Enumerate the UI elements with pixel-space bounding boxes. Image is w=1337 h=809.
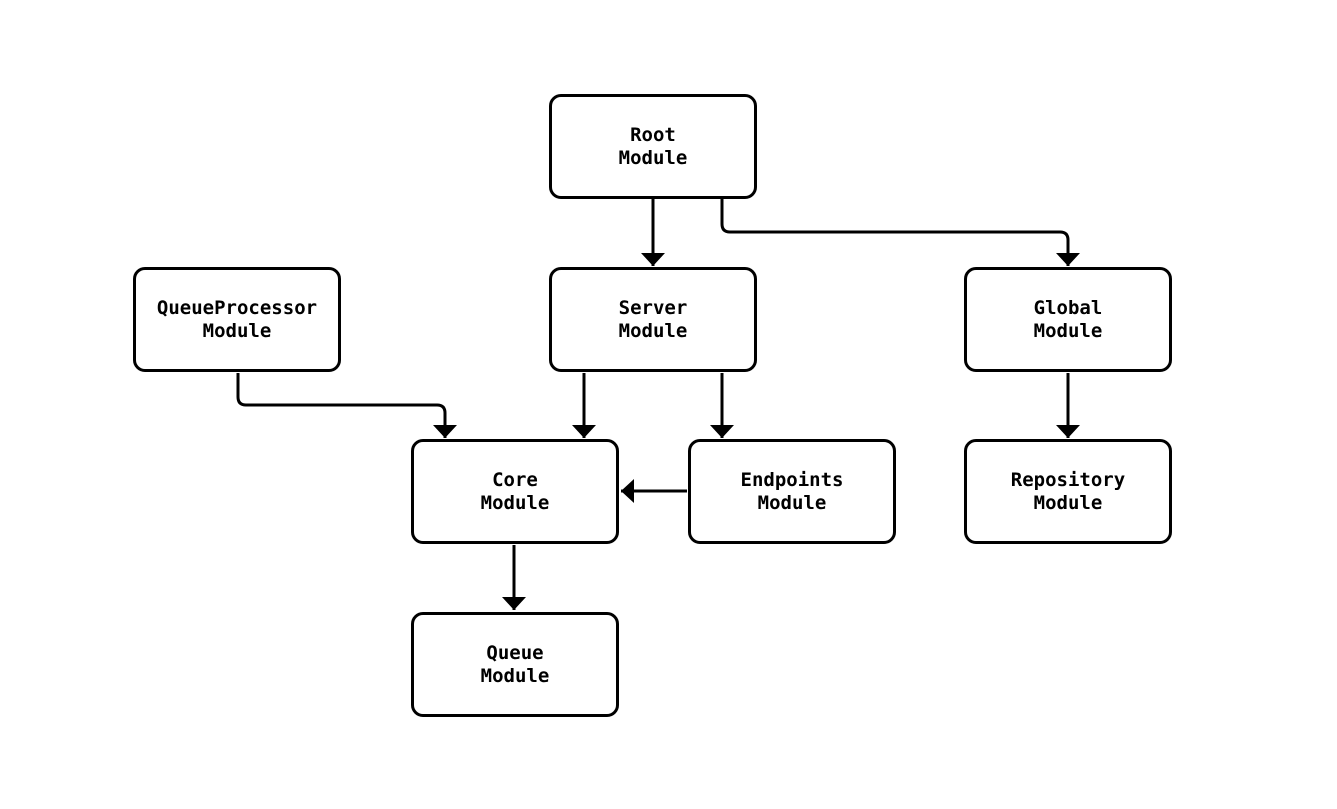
edge-root-to-global bbox=[720, 198, 1080, 266]
node-label-line: Repository bbox=[1010, 468, 1126, 491]
node-label-line: Endpoints bbox=[740, 468, 844, 491]
node-label-line: Module bbox=[618, 146, 688, 169]
node-label-line: Module bbox=[618, 319, 688, 342]
edge-group bbox=[236, 198, 1080, 610]
node-label-line: Module bbox=[1033, 319, 1103, 342]
edge-queueprocessor-to-core bbox=[236, 373, 457, 438]
node-label-line: Module bbox=[480, 491, 550, 514]
node-label-line: Global bbox=[1033, 296, 1103, 319]
node-label-line: Module bbox=[757, 491, 827, 514]
node-label-line: Module bbox=[480, 664, 550, 687]
node-label-line: Module bbox=[202, 319, 272, 342]
node-label-line: Root bbox=[630, 123, 676, 146]
node-label-line: QueueProcessor bbox=[156, 296, 318, 319]
node-label-line: Server bbox=[618, 296, 688, 319]
node-label-line: Core bbox=[492, 468, 538, 491]
node-label-line: Module bbox=[1033, 491, 1103, 514]
node-label-line: Queue bbox=[486, 641, 544, 664]
